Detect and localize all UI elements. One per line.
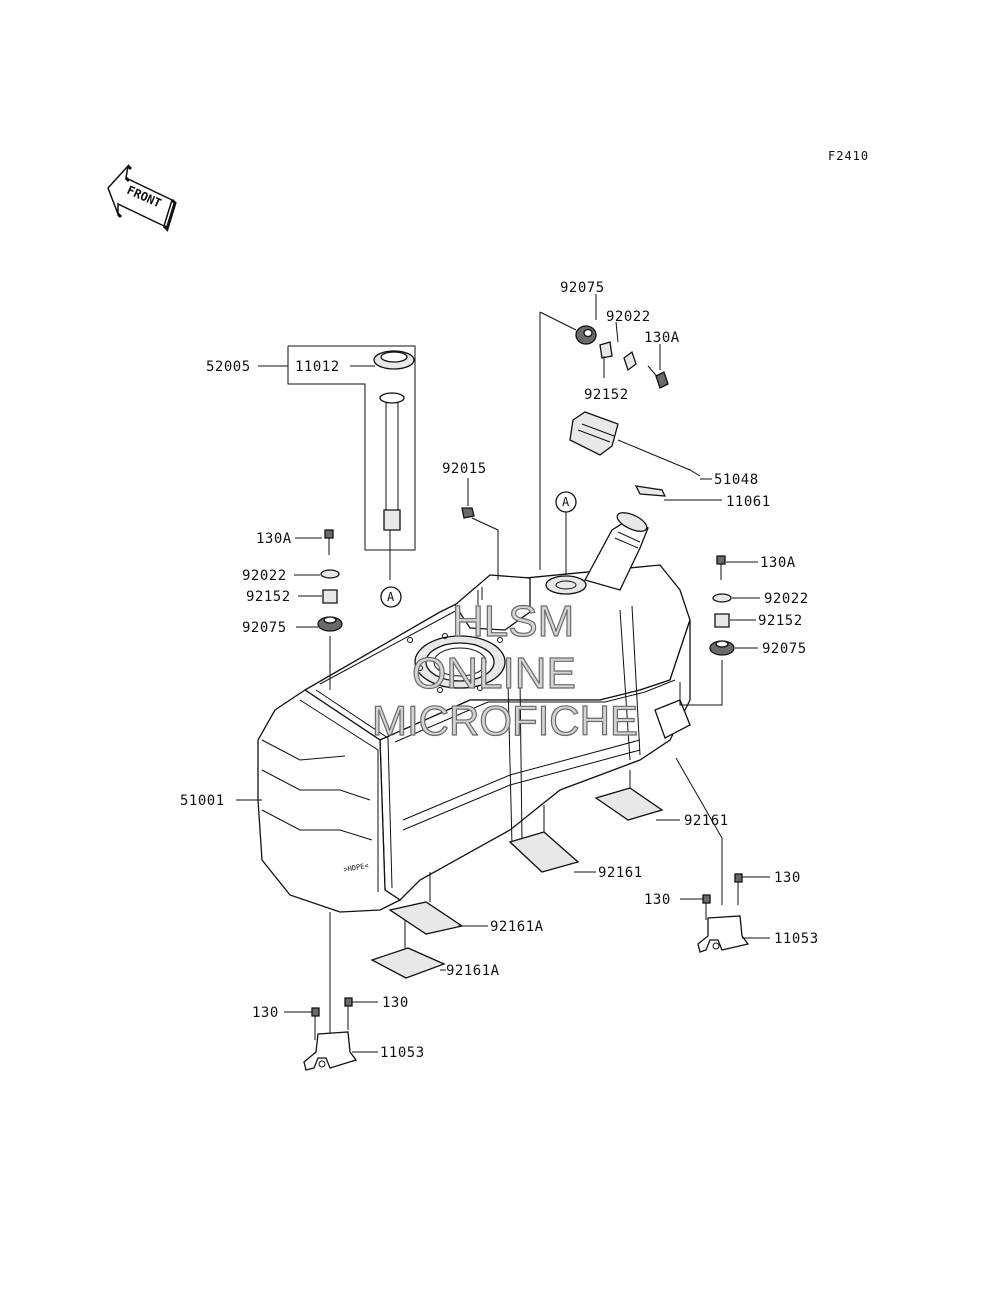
label-92015: 92015 bbox=[442, 461, 487, 477]
watermark-line-2: ONLINE bbox=[412, 649, 576, 698]
left-mount-hardware bbox=[317, 529, 343, 690]
label-92161a-a: 92161A bbox=[490, 919, 544, 935]
label-130a-top: 130A bbox=[644, 330, 680, 346]
label-51048: 51048 bbox=[714, 472, 759, 488]
label-130-l1: 130 bbox=[382, 995, 409, 1011]
watermark-line-3: MICROFICHE bbox=[372, 697, 638, 744]
tank-pads bbox=[370, 770, 664, 979]
part-labels: 52005 11012 92075 92022 130A 92152 51048… bbox=[180, 280, 819, 1061]
watermark: HLSM ONLINE MICROFICHE bbox=[371, 596, 638, 744]
label-130-r1: 130 bbox=[774, 870, 801, 886]
label-92152-top: 92152 bbox=[584, 387, 629, 403]
label-92075-top: 92075 bbox=[560, 280, 605, 296]
nut-92015 bbox=[461, 507, 499, 580]
watermark-line-1: HLSM bbox=[452, 597, 574, 646]
label-52005: 52005 bbox=[206, 359, 251, 375]
label-130-l2: 130 bbox=[252, 1005, 279, 1021]
left-bracket bbox=[303, 912, 358, 1071]
label-92152-left: 92152 bbox=[246, 589, 291, 605]
label-11053-right: 11053 bbox=[774, 931, 819, 947]
label-11061: 11061 bbox=[726, 494, 771, 510]
callout-a-top-letter: A bbox=[562, 495, 570, 509]
label-130-r2: 130 bbox=[644, 892, 671, 908]
label-130a-left: 130A bbox=[256, 531, 292, 547]
label-51001: 51001 bbox=[180, 793, 225, 809]
label-92075-right: 92075 bbox=[762, 641, 807, 657]
right-mount-hardware bbox=[679, 555, 735, 706]
label-92022-left: 92022 bbox=[242, 568, 287, 584]
leader-lines bbox=[236, 294, 770, 1053]
callout-a-left: A bbox=[387, 590, 395, 604]
front-arrow: FRONT bbox=[107, 163, 177, 232]
fuel-gauge-group: A bbox=[258, 345, 416, 608]
label-92161a-b: 92161A bbox=[446, 963, 500, 979]
label-92161-b: 92161 bbox=[598, 865, 643, 881]
label-11053-left: 11053 bbox=[380, 1045, 425, 1061]
label-92022-top: 92022 bbox=[606, 309, 651, 325]
label-92022-right: 92022 bbox=[764, 591, 809, 607]
label-11012: 11012 bbox=[295, 359, 340, 375]
top-mount-hardware bbox=[539, 311, 701, 570]
fuel-tank: >HDPE< bbox=[257, 512, 691, 913]
label-92152-right: 92152 bbox=[758, 613, 803, 629]
label-92075-left: 92075 bbox=[242, 620, 287, 636]
label-92161-a: 92161 bbox=[684, 813, 729, 829]
figure-reference: F2410 bbox=[828, 149, 869, 163]
callout-a-top: A bbox=[555, 491, 577, 575]
right-bracket bbox=[675, 757, 750, 953]
label-130a-right: 130A bbox=[760, 555, 796, 571]
